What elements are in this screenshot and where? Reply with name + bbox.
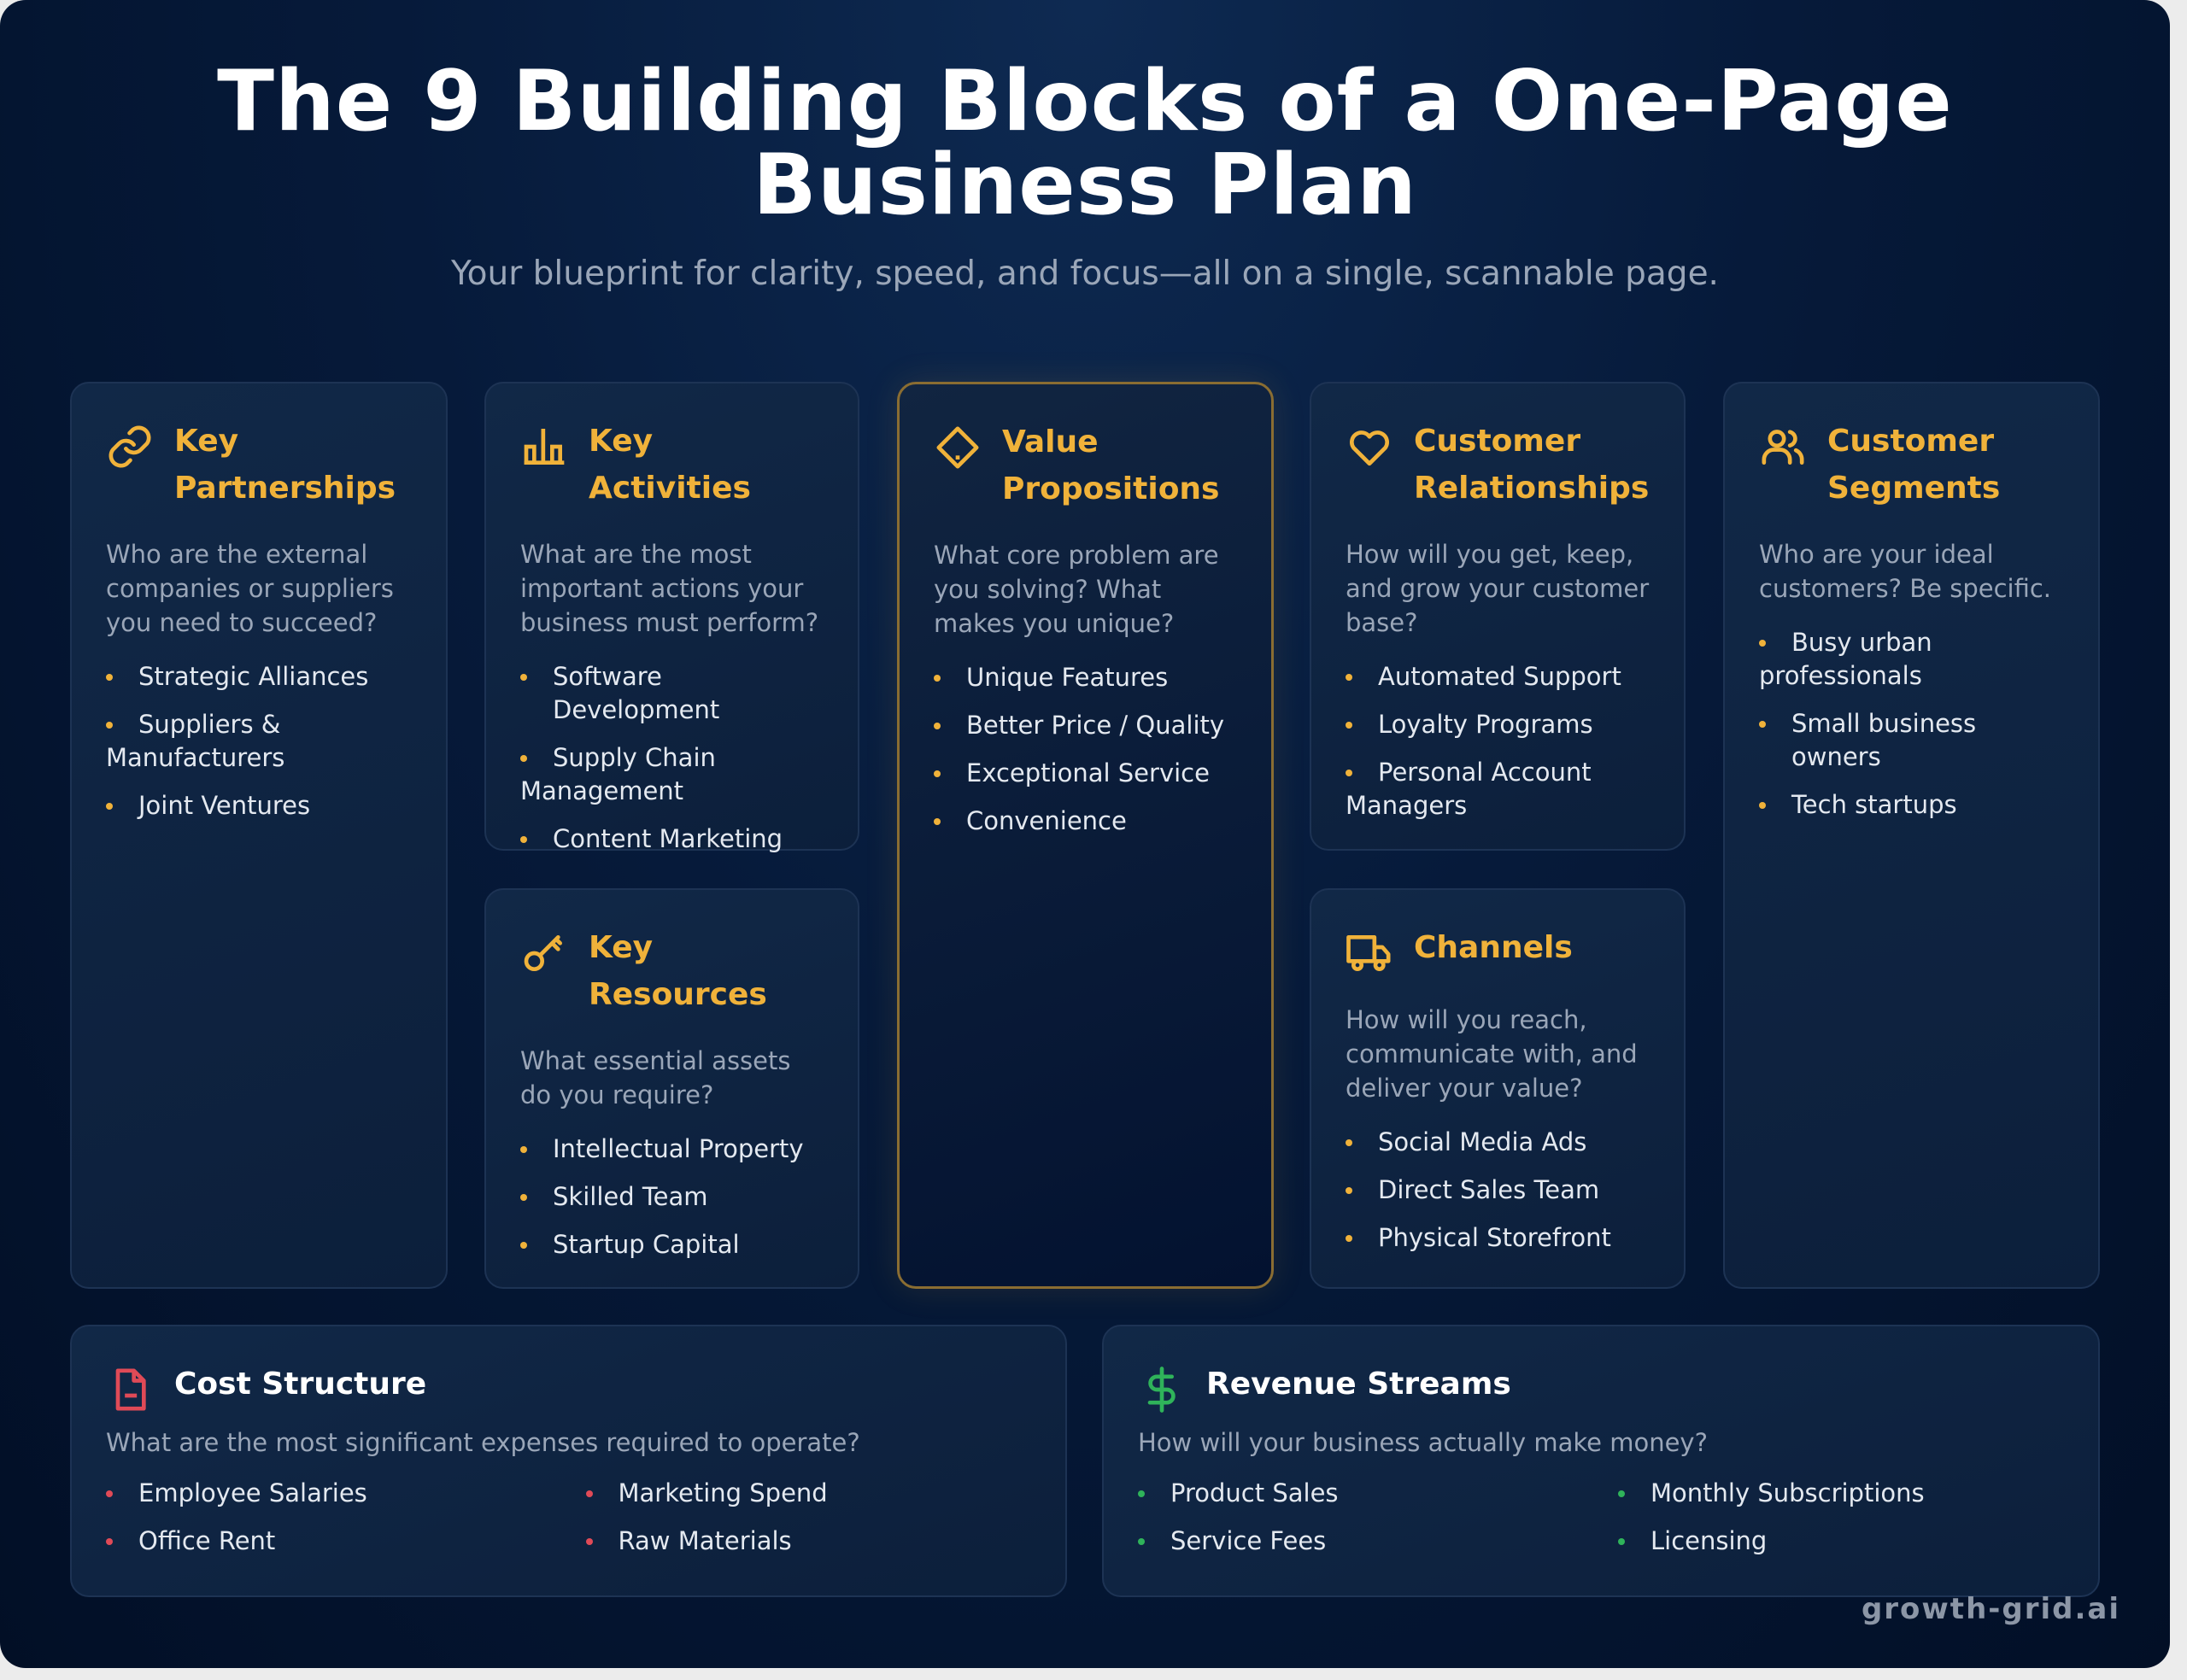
card-title: Key Activities — [589, 424, 751, 506]
card-title: Customer Segments — [1827, 424, 2001, 506]
list-item: Personal Account Managers — [1346, 756, 1650, 822]
list-item: Physical Storefront — [1346, 1221, 1650, 1255]
list-item: Convenience — [934, 805, 1237, 838]
bar-chart-icon — [524, 429, 565, 465]
card-question: What are the most important actions your… — [520, 540, 819, 637]
list-item: Loyalty Programs — [1346, 708, 1650, 741]
heart-icon — [1350, 430, 1389, 466]
card-question: How will your business actually make mon… — [1138, 1428, 1708, 1457]
list-item: Strategic Alliances — [106, 660, 412, 694]
card-title: Channels — [1414, 930, 1573, 965]
list-item: Skilled Team — [520, 1180, 824, 1214]
list-item: Direct Sales Team — [1346, 1174, 1650, 1207]
truck-icon — [1346, 935, 1391, 971]
list-item: Social Media Ads — [1346, 1126, 1650, 1159]
card-title: Key Resources — [589, 930, 767, 1012]
card-value-propositions: Value Propositions What core problem are… — [897, 382, 1274, 1289]
list-item: Service Fees — [1138, 1525, 1584, 1558]
subtitle: Your blueprint for clarity, speed, and f… — [451, 255, 1719, 293]
list-item: Exceptional Service — [934, 757, 1237, 790]
card-key-resources: Key Resources What essential assets do y… — [484, 888, 859, 1289]
list-item: Software Development — [520, 660, 824, 727]
card-key-activities: Key Activities What are the most importa… — [484, 382, 859, 853]
diamond-icon — [936, 426, 979, 469]
item-list: Product Sales Monthly Subscriptions Serv… — [1138, 1477, 2064, 1572]
item-list: Unique Features Better Price / Quality E… — [934, 661, 1237, 838]
card-question: What are the most significant expenses r… — [106, 1428, 860, 1457]
key-icon — [524, 935, 562, 971]
item-list: Intellectual Property Skilled Team Start… — [520, 1133, 824, 1261]
card-customer-segments: Customer Segments Who are your ideal cus… — [1723, 382, 2100, 1289]
list-item: Intellectual Property — [520, 1133, 824, 1166]
list-item: Startup Capital — [520, 1228, 824, 1261]
card-key-partnerships: Key Partnerships Who are the external co… — [70, 382, 448, 1289]
card-title: Key Partnerships — [174, 424, 396, 506]
card-question: How will you get, keep, and grow your cu… — [1346, 540, 1650, 637]
list-item: Office Rent — [106, 1525, 552, 1558]
item-list: Automated Support Loyalty Programs Perso… — [1346, 660, 1650, 822]
item-list: Employee Salaries Marketing Spend Office… — [106, 1477, 1031, 1572]
card-question: Who are the external companies or suppli… — [106, 540, 394, 637]
card-cost-structure: Cost Structure What are the most signifi… — [70, 1325, 1067, 1597]
list-item: Small business owners — [1759, 707, 2064, 774]
item-list: Busy urban professionals Small business … — [1759, 626, 2064, 822]
list-item: Licensing — [1618, 1525, 2064, 1558]
card-channels: Channels How will you reach, communicate… — [1310, 888, 1686, 1289]
card-question: Who are your ideal customers? Be specifi… — [1759, 540, 2052, 603]
list-item: Marketing Spend — [585, 1477, 1032, 1510]
title-line-2: Business Plan — [753, 137, 1417, 234]
list-item: Busy urban professionals — [1759, 626, 2064, 693]
card-title: Customer Relationships — [1414, 424, 1650, 506]
list-item: Content Marketing — [520, 822, 824, 856]
link-icon — [108, 425, 151, 468]
list-item: Automated Support — [1346, 660, 1650, 694]
document-minus-icon — [115, 1368, 146, 1411]
card-title: Revenue Streams — [1206, 1367, 1511, 1402]
list-item: Better Price / Quality — [934, 709, 1237, 742]
list-item: Employee Salaries — [106, 1477, 552, 1510]
item-list: Software Development Supply Chain Manage… — [520, 660, 824, 856]
card-title: Value Propositions — [1002, 424, 1220, 506]
users-icon — [1762, 430, 1804, 465]
dollar-icon — [1147, 1367, 1176, 1413]
list-item: Supply Chain Management — [520, 741, 824, 808]
list-item: Unique Features — [934, 661, 1237, 694]
title-line-1: The 9 Building Blocks of a One-Page — [217, 53, 1953, 150]
card-question: What core problem are you solving? What … — [934, 541, 1219, 638]
list-item: Product Sales — [1138, 1477, 1584, 1510]
item-list: Social Media Ads Direct Sales Team Physi… — [1346, 1126, 1650, 1255]
list-item: Suppliers & Manufacturers — [106, 708, 412, 775]
watermark: growth-grid.ai — [1861, 1592, 2120, 1626]
list-item: Monthly Subscriptions — [1618, 1477, 2064, 1510]
item-list: Strategic Alliances Suppliers & Manufact… — [106, 660, 412, 822]
card-title: Cost Structure — [174, 1367, 427, 1402]
card-question: How will you reach, communicate with, an… — [1346, 1005, 1638, 1103]
card-question: What essential assets do you require? — [520, 1046, 791, 1109]
list-item: Joint Ventures — [106, 789, 412, 822]
list-item: Raw Materials — [585, 1525, 1032, 1558]
card-customer-relationships: Customer Relationships How will you get,… — [1310, 382, 1686, 851]
list-item: Tech startups — [1759, 788, 2064, 822]
card-revenue-streams: Revenue Streams How will your business a… — [1102, 1325, 2100, 1597]
